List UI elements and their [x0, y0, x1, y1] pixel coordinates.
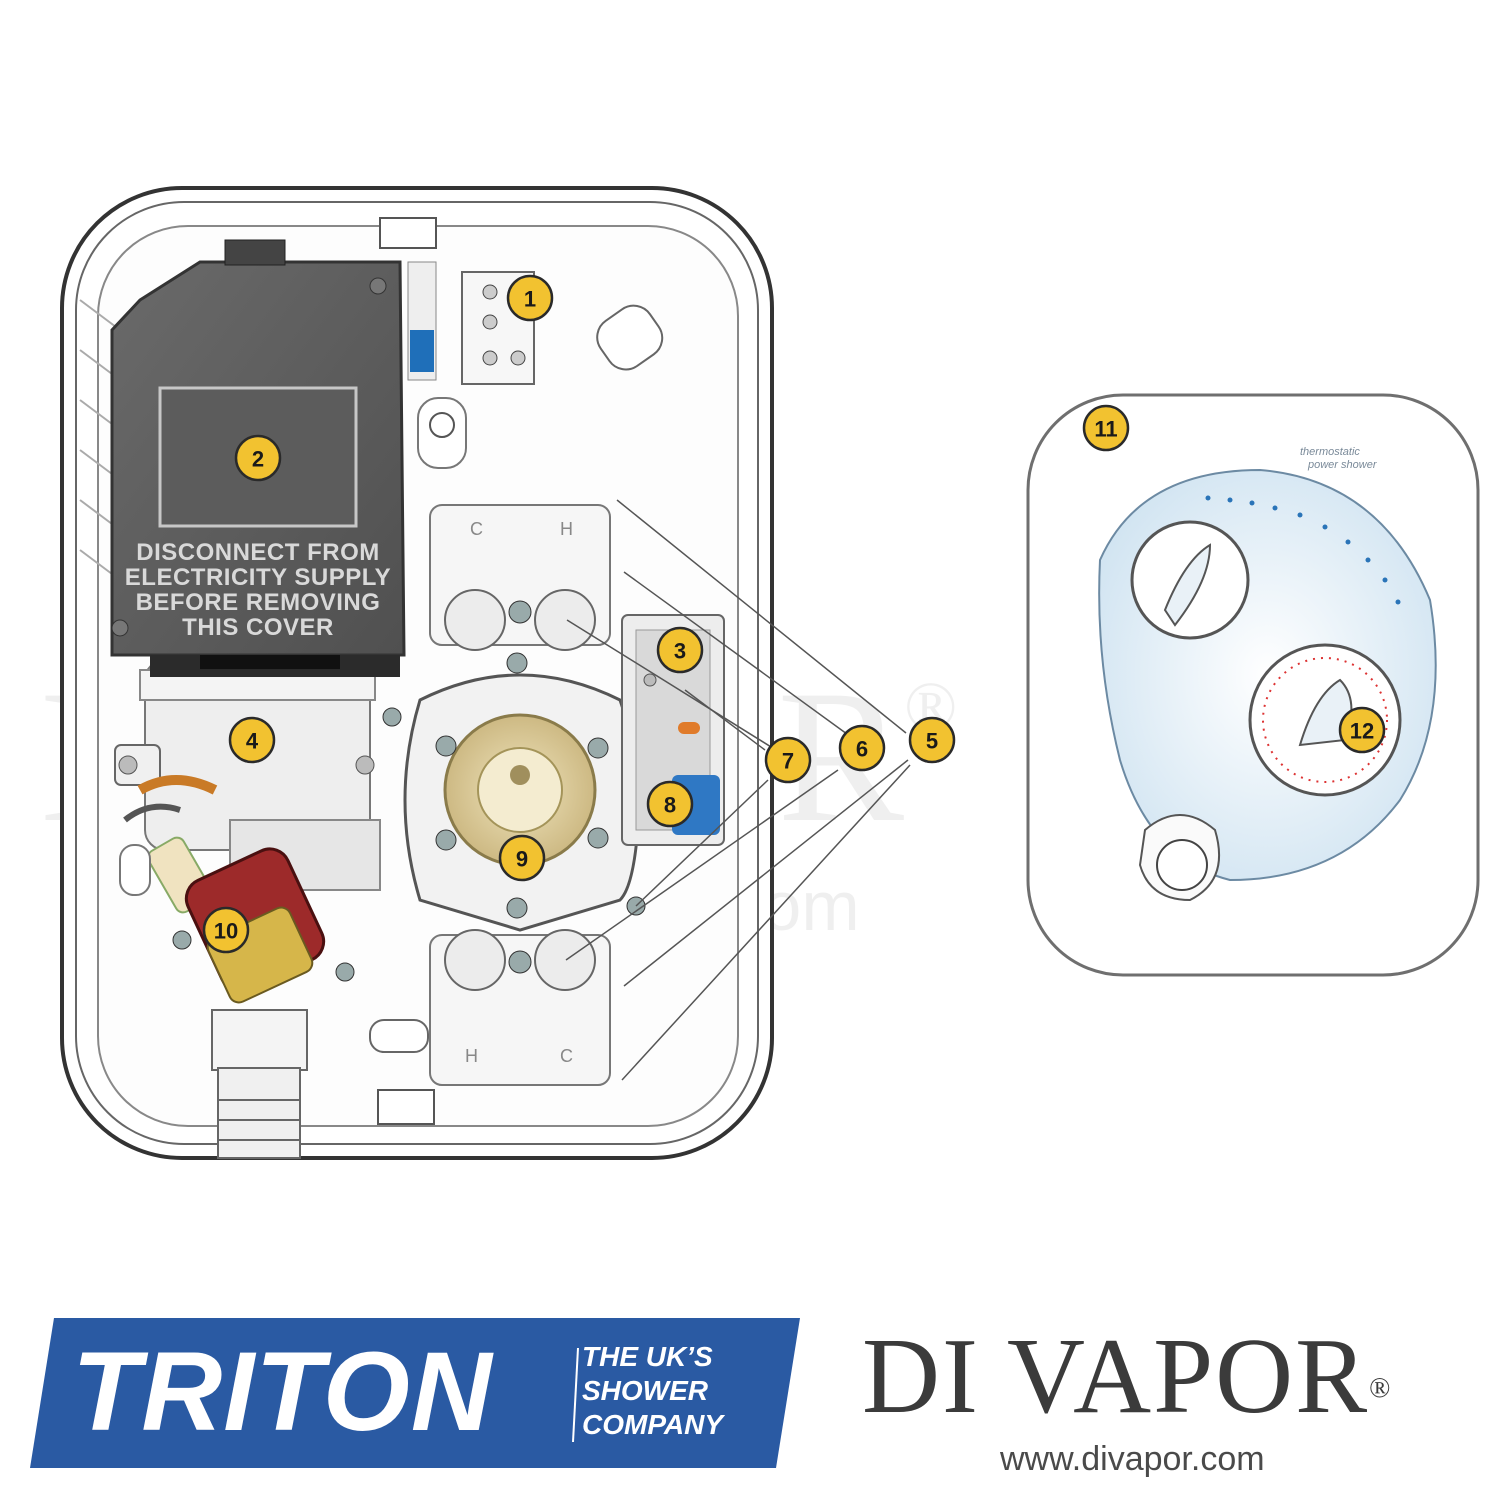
callout-circle [1082, 404, 1130, 452]
callout-11: 11 [1082, 404, 1130, 452]
callout-2: 2 [234, 434, 282, 482]
port-label-h-top: H [560, 519, 573, 539]
callout-number: 8 [664, 793, 676, 818]
terminal-block [407, 261, 664, 469]
leader-lines [565, 499, 911, 1081]
panel-brand-line-2: power shower [1307, 459, 1378, 471]
callout-10: 10 [202, 906, 250, 954]
callout-4: 4 [228, 716, 276, 764]
callout-number: 10 [214, 919, 238, 944]
front-cover-panel: thermostatic power shower [1026, 393, 1480, 977]
callout-circle [838, 724, 886, 772]
registered-mark: ® [1369, 1373, 1393, 1404]
callout-number: 11 [1094, 417, 1117, 442]
triton-brand: TRITON [72, 1329, 493, 1454]
callout-number: 5 [926, 729, 938, 754]
callout-number: 12 [1350, 719, 1374, 744]
callout-number: 9 [516, 847, 528, 872]
port-label-h-bottom: H [465, 1046, 478, 1066]
triton-tagline: THE UK’S SHOWER COMPANY [582, 1340, 782, 1442]
callout-circle [656, 626, 704, 674]
callout-6: 6 [838, 724, 886, 772]
callout-circle [764, 736, 812, 784]
divapor-logo-text: DI VAPOR [862, 1317, 1370, 1436]
callout-8: 8 [646, 780, 694, 828]
callout-7: 7 [764, 736, 812, 784]
callout-12: 12 [1338, 706, 1386, 754]
cover-warning-line-3: BEFORE REMOVING [136, 589, 381, 616]
callout-circle [234, 434, 282, 482]
callout-number: 7 [782, 749, 794, 774]
panel-brand-line-1: thermostatic [1300, 446, 1360, 458]
callout-circle [908, 716, 956, 764]
callout-circle [646, 780, 694, 828]
callout-1: 1 [506, 274, 554, 322]
port-label-c-top: C [470, 519, 483, 539]
callout-number: 3 [674, 639, 686, 664]
callout-5: 5 [908, 716, 956, 764]
callout-number: 6 [856, 737, 868, 762]
callout-circle [1338, 706, 1386, 754]
callout-circle [506, 274, 554, 322]
callout-number: 1 [524, 287, 536, 312]
port-label-c-bottom: C [560, 1046, 573, 1066]
cover-warning-line-2: ELECTRICITY SUPPLY [125, 564, 391, 591]
divapor-logo: DI VAPOR® [862, 1322, 1482, 1432]
callout-circle [228, 716, 276, 764]
callout-circle [202, 906, 250, 954]
tagline-line-3: COMPANY [582, 1409, 724, 1440]
callout-number: 4 [246, 729, 259, 754]
callout-circle [498, 834, 546, 882]
callout-9: 9 [498, 834, 546, 882]
tagline-line-1: THE UK’S [582, 1341, 713, 1372]
tagline-line-2: SHOWER [582, 1375, 708, 1406]
divapor-url: www.divapor.com [1000, 1440, 1265, 1478]
triton-logo-banner [30, 1318, 800, 1468]
cover-warning-line-1: DISCONNECT FROM [136, 539, 380, 566]
callout-number: 2 [252, 447, 264, 472]
thermostatic-valve-manifold: C H H C [382, 504, 646, 1086]
callout-3: 3 [656, 626, 704, 674]
cover-warning-line-4: THIS COVER [182, 614, 334, 641]
